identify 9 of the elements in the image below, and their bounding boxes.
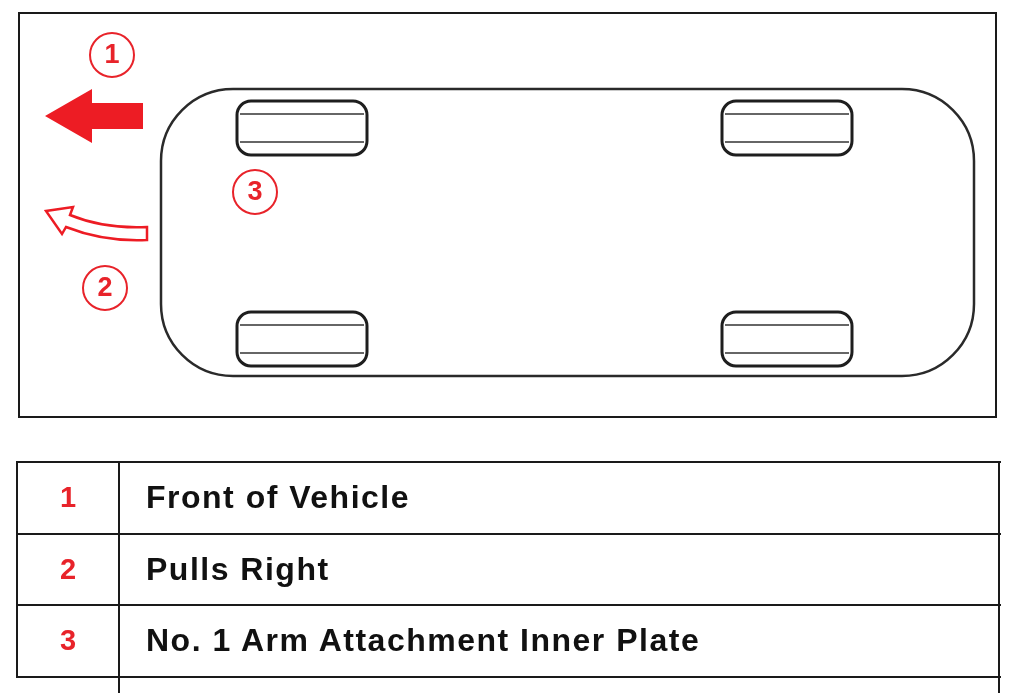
key-number: 1	[59, 483, 77, 512]
key-number: 2	[59, 554, 77, 584]
callout-number: 1	[89, 32, 135, 78]
callout-number: 3	[232, 169, 278, 215]
key-number: 3	[59, 626, 77, 655]
key-description: No. 1 Arm Attachment Inner Plate	[146, 624, 701, 656]
key-description: Front of Vehicle	[146, 481, 411, 513]
key-description: Pulls Right	[146, 552, 330, 585]
callout-number: 2	[82, 265, 128, 311]
